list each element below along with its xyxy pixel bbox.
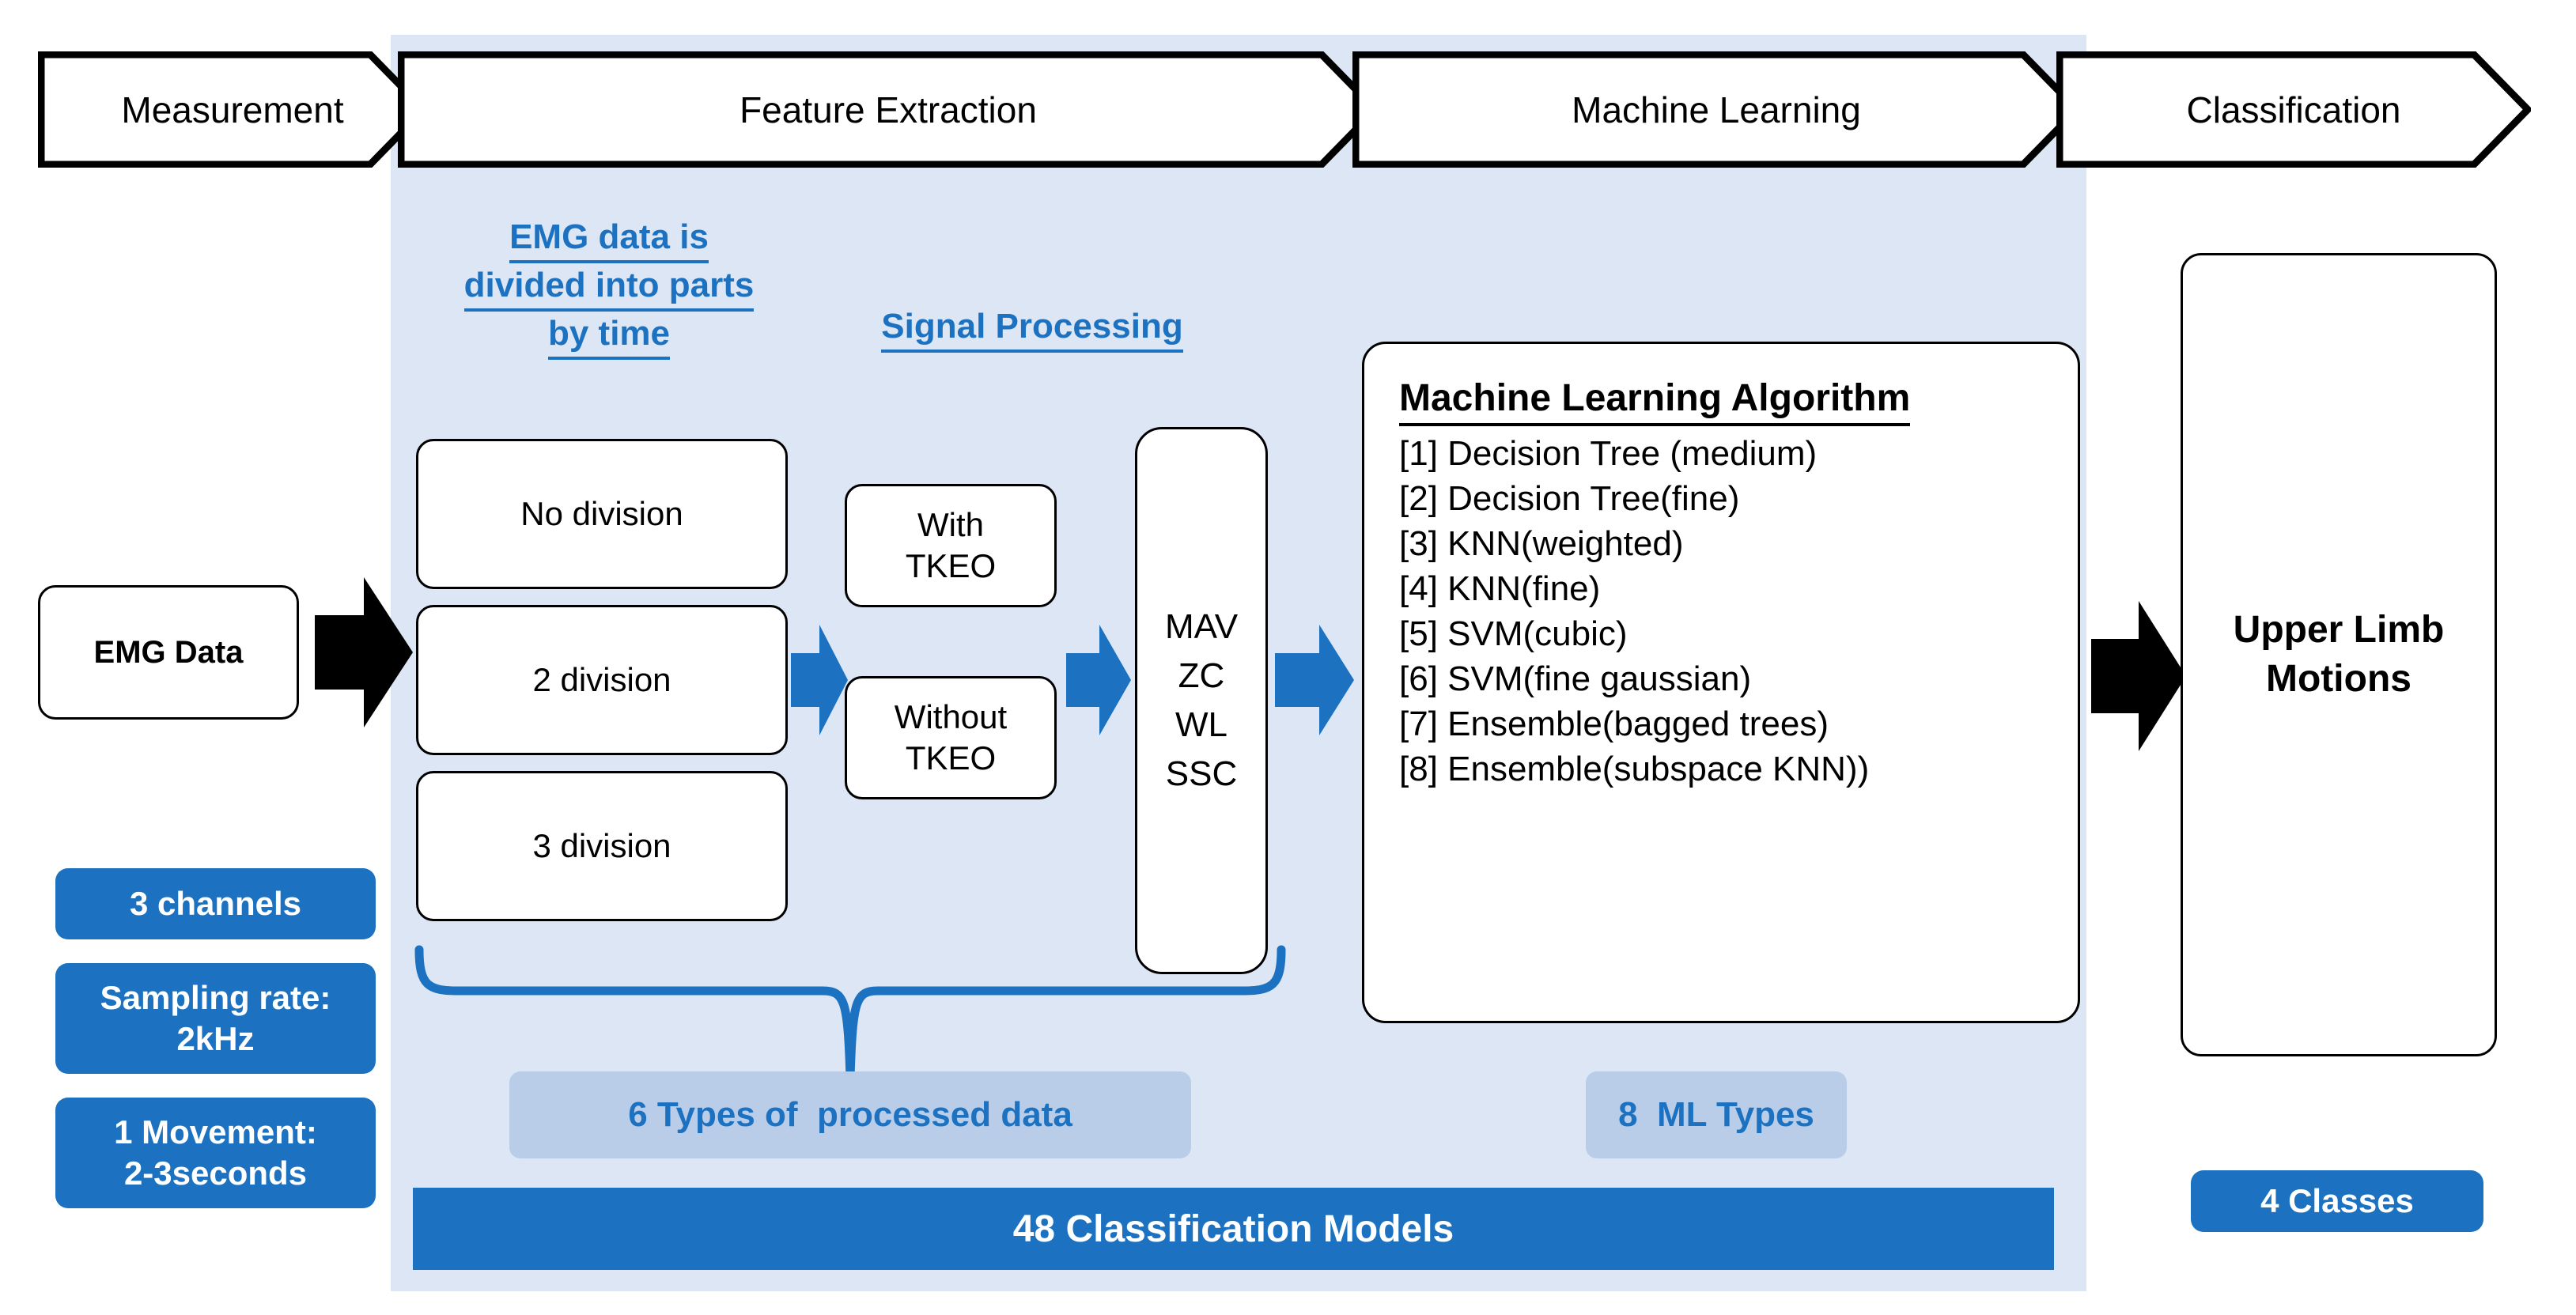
machine-learning-algorithm-box: Machine Learning Algorithm [1] Decision … — [1362, 342, 2080, 1023]
badge-4-classes: 4 Classes — [2191, 1170, 2483, 1232]
chevron-shape-icon — [1352, 51, 2080, 168]
feature-label-mav: MAV — [1164, 607, 1239, 646]
stage-label-machine-learning: Machine Learning — [1572, 89, 1861, 130]
badge-movement-line-1: 1 Movement: — [114, 1113, 317, 1151]
tkeo-without-line-2: TKEO — [905, 739, 997, 777]
badge-sampling-line-2: 2kHz — [176, 1020, 255, 1057]
tkeo-with-line-1: With — [917, 506, 984, 543]
heading-signal-processing-text: Signal Processing — [881, 304, 1183, 353]
heading-division-line-1: EMG data is — [509, 215, 709, 263]
output-box-upper-limb-motions: Upper Limb Motions — [2181, 253, 2497, 1056]
stage-label-feature-extraction: Feature Extraction — [740, 89, 1037, 130]
stage-label-measurement: Measurement — [121, 89, 344, 130]
ml-algorithm-title: Machine Learning Algorithm — [1399, 374, 1911, 426]
chevron-shape-icon — [398, 51, 1379, 168]
ml-algorithm-item: [2] Decision Tree(fine) — [1399, 479, 1740, 518]
stage-chevron-measurement[interactable]: Measurement — [38, 51, 427, 168]
heading-signal-processing: Signal Processing — [823, 304, 1242, 353]
badge-sampling-line-1: Sampling rate: — [100, 979, 331, 1016]
stage-chevron-machine-learning[interactable]: Machine Learning — [1352, 51, 2080, 168]
tkeo-box-without: Without TKEO — [845, 676, 1057, 799]
tkeo-without-line-1: Without — [894, 698, 1008, 735]
ml-algorithm-item: [4] KNN(fine) — [1399, 569, 1601, 608]
stage-chevron-classification[interactable]: Classification — [2056, 51, 2531, 168]
chip-8-ml-types-label: 8 ML Types — [1618, 1095, 1814, 1134]
badge-movement-line-2: 2-3seconds — [123, 1154, 308, 1192]
heading-division-line-3: by time — [547, 312, 671, 360]
division-label: 2 division — [532, 661, 671, 698]
stage-label-classification: Classification — [2186, 89, 2401, 130]
chip-8-ml-types: 8 ML Types — [1586, 1071, 1847, 1158]
emg-data-label: EMG Data — [93, 635, 244, 670]
summary-bar-48-classification-models: 48 Classification Models — [413, 1188, 2054, 1270]
heading-division-line-2: divided into parts — [463, 263, 755, 312]
ml-algorithm-item: [6] SVM(fine gaussian) — [1399, 659, 1752, 698]
stage-chevron-feature-extraction[interactable]: Feature Extraction — [398, 51, 1379, 168]
arrow-right-black-icon-emg-to-division — [315, 577, 413, 727]
division-box-3-division: 3 division — [416, 771, 788, 921]
emg-data-box: EMG Data — [38, 585, 299, 720]
output-label-line-2: Motions — [2266, 658, 2411, 700]
badge-channels: 3 channels — [55, 868, 376, 939]
ml-algorithm-item: [1] Decision Tree (medium) — [1399, 434, 1818, 473]
chip-6-types-label: 6 Types of processed data — [628, 1095, 1072, 1134]
feature-label-ssc: SSC — [1165, 754, 1238, 793]
badge-sampling-rate: Sampling rate: 2kHz — [55, 963, 376, 1074]
chevron-shape-icon — [2056, 51, 2531, 168]
ml-algorithm-item: [8] Ensemble(subspace KNN)) — [1399, 750, 1870, 788]
division-label: No division — [520, 495, 683, 532]
arrow-right-blue-icon-features-to-ml — [1275, 625, 1354, 735]
feature-label-zc: ZC — [1178, 656, 1225, 695]
tkeo-box-with: With TKEO — [845, 484, 1057, 607]
division-label: 3 division — [532, 827, 671, 864]
badge-movement-duration: 1 Movement: 2-3seconds — [55, 1098, 376, 1208]
chip-6-types-processed-data: 6 Types of processed data — [509, 1071, 1191, 1158]
summary-bar-label: 48 Classification Models — [1012, 1207, 1454, 1250]
arrow-right-blue-icon-tkeo-to-features — [1066, 625, 1131, 735]
division-box-2-division: 2 division — [416, 605, 788, 755]
ml-algorithm-item: [7] Ensemble(bagged trees) — [1399, 705, 1829, 743]
tkeo-with-line-2: TKEO — [905, 547, 997, 584]
division-box-no-division: No division — [416, 439, 788, 589]
badge-channels-label: 3 channels — [129, 885, 302, 922]
chevron-shape-icon — [38, 51, 427, 168]
arrow-right-blue-icon-division-to-tkeo — [791, 625, 848, 735]
curly-brace-down-icon — [414, 945, 1286, 1079]
arrow-right-black-icon-ml-to-output — [2091, 601, 2186, 751]
heading-division-by-time: EMG data is divided into parts by time — [403, 215, 815, 360]
ml-algorithm-item: [5] SVM(cubic) — [1399, 614, 1628, 653]
ml-algorithm-item: [3] KNN(weighted) — [1399, 524, 1684, 563]
badge-classes-label: 4 Classes — [2260, 1182, 2414, 1219]
output-label-line-1: Upper Limb — [2233, 609, 2445, 651]
feature-list-box: MAV ZC WL SSC — [1135, 427, 1268, 974]
feature-label-wl: WL — [1175, 705, 1227, 744]
